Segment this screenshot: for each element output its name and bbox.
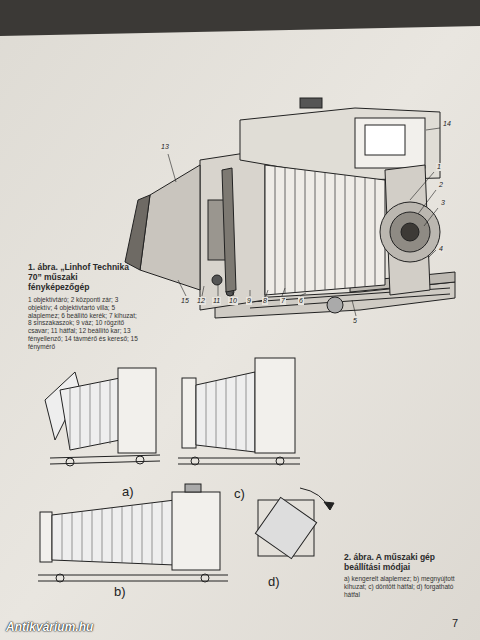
callout-number: 12 bbox=[196, 297, 206, 305]
pleat-stroke bbox=[122, 507, 123, 563]
pleat-stroke bbox=[355, 176, 356, 287]
setup-d bbox=[255, 488, 334, 559]
figure-caption: 2. ábra. A műszaki gép beállítási módjai bbox=[344, 552, 462, 572]
callout-number: 6 bbox=[298, 297, 304, 305]
pleat-stroke bbox=[226, 378, 227, 448]
pleat-stroke bbox=[70, 388, 71, 448]
pleat-stroke bbox=[82, 511, 83, 561]
pleat-stroke bbox=[236, 376, 237, 450]
pleat-stroke bbox=[90, 384, 91, 446]
pleat-stroke bbox=[375, 179, 376, 286]
pleat-stroke bbox=[110, 380, 111, 444]
pleat-stroke bbox=[335, 174, 336, 289]
callout-number: 9 bbox=[246, 297, 252, 305]
setup-b bbox=[38, 484, 228, 582]
bellows-pleats-small bbox=[62, 374, 246, 564]
setup-drawings bbox=[38, 358, 334, 582]
callout-number: 10 bbox=[228, 297, 238, 305]
pleat-stroke bbox=[285, 168, 286, 294]
callout-number: 1 bbox=[436, 163, 442, 171]
callout-number: 15 bbox=[180, 297, 190, 305]
pleat-stroke bbox=[100, 382, 101, 445]
pleat-stroke bbox=[315, 171, 316, 291]
callout-number: 5 bbox=[352, 317, 358, 325]
setup-c bbox=[178, 358, 300, 465]
pleat-stroke bbox=[112, 508, 113, 563]
pleat-stroke bbox=[72, 513, 73, 561]
panel-letter: d) bbox=[268, 574, 280, 590]
bellows-pleats bbox=[275, 166, 375, 294]
panel-letter: a) bbox=[122, 484, 134, 500]
callout-number: 3 bbox=[440, 199, 446, 207]
figure-legend: a) kengerelt alaplemez; b) megnyújtott k… bbox=[344, 575, 462, 598]
pleat-stroke bbox=[92, 510, 93, 561]
figure-caption: 1. ábra. „Linhof Technika 70” műszaki fé… bbox=[28, 262, 140, 293]
camera-drawing bbox=[125, 98, 455, 318]
pleat-stroke bbox=[325, 173, 326, 290]
pleat-stroke bbox=[132, 505, 133, 563]
leader-lines bbox=[168, 128, 440, 316]
watermark: Antikvárium.hu bbox=[6, 620, 93, 634]
pleat-stroke bbox=[365, 178, 366, 287]
panel-letter: c) bbox=[234, 486, 245, 502]
panel-letter: b) bbox=[114, 584, 126, 600]
pleat-stroke bbox=[80, 386, 81, 447]
pleat-stroke bbox=[275, 166, 276, 294]
pleat-stroke bbox=[246, 374, 247, 451]
callout-number: 2 bbox=[438, 181, 444, 189]
callout-number: 11 bbox=[212, 297, 221, 305]
pleat-stroke bbox=[102, 509, 103, 562]
pleat-stroke bbox=[295, 169, 296, 293]
callout-number: 7 bbox=[280, 297, 286, 305]
pleat-stroke bbox=[162, 502, 163, 565]
pleat-stroke bbox=[345, 175, 346, 288]
callout-number: 4 bbox=[438, 245, 444, 253]
callout-number: 13 bbox=[160, 143, 170, 151]
pleat-stroke bbox=[152, 503, 153, 564]
page-shadow bbox=[0, 0, 480, 36]
pleat-stroke bbox=[206, 383, 207, 446]
callout-number: 8 bbox=[262, 297, 268, 305]
setup-a bbox=[45, 368, 160, 466]
pleat-stroke bbox=[62, 514, 63, 561]
page-number: 7 bbox=[452, 617, 458, 630]
figure-legend: 1 objektívtáró; 2 központi zár; 3 objekt… bbox=[28, 296, 140, 351]
pleat-stroke bbox=[142, 504, 143, 563]
callout-number: 14 bbox=[442, 120, 452, 128]
pleat-stroke bbox=[216, 381, 217, 448]
pleat-stroke bbox=[305, 170, 306, 292]
